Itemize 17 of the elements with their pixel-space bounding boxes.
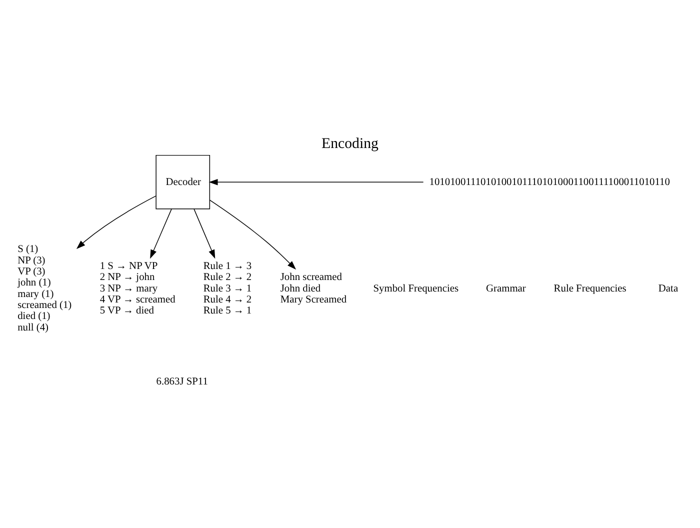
label: Symbol Frequencies [373, 283, 459, 294]
arrow [208, 178, 424, 186]
arrow [194, 208, 216, 259]
node-text: 1 S → NP VP 2 NP → john 3 NP → mary 4 VP → screamed 5 VP → died [100, 260, 176, 317]
label: Data [658, 283, 678, 294]
node-text: S (1) NP (3) VP (3) john (1) mary (1) screamed (1) died (1) null (4) [18, 244, 72, 334]
arrow [209, 200, 296, 270]
arrow [76, 196, 156, 250]
node-text: John screamed John died Mary Screamed [280, 272, 347, 306]
arrow [150, 208, 172, 259]
label: Rule Frequencies [554, 283, 626, 294]
node-box: Decoder [156, 154, 210, 210]
node-text: 10101001110101001011101010001100111100011010110 [429, 176, 670, 188]
node-text: Rule 1 → 3 Rule 2 → 2 Rule 3 → 1 Rule 4 → 2 Rule 5 → 1 [203, 260, 252, 317]
label: 6.863J SP11 [156, 376, 208, 388]
label: Grammar [486, 283, 526, 294]
diagram-title: Encoding [321, 136, 379, 152]
